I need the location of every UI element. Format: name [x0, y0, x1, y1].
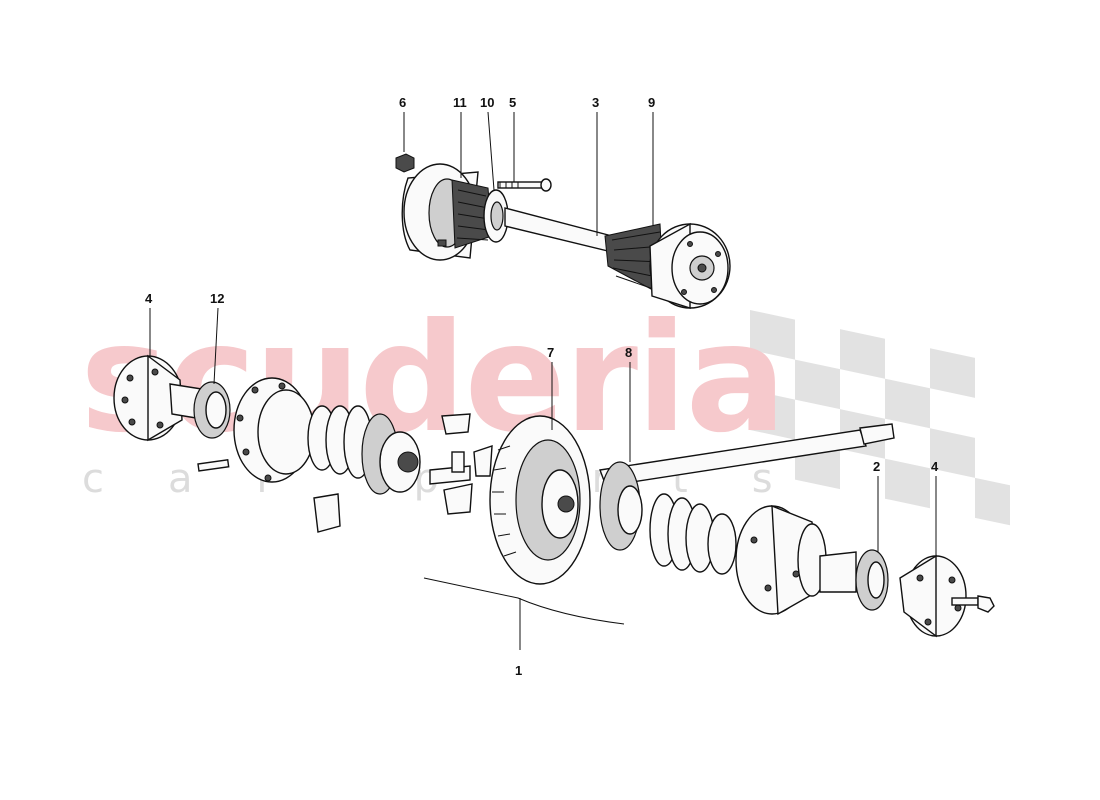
- callout-4-right: 4: [931, 459, 939, 474]
- callout-3: 3: [592, 95, 599, 110]
- callout-12: 12: [210, 291, 224, 306]
- callout-5: 5: [509, 95, 516, 110]
- callout-4-left: 4: [145, 291, 153, 306]
- callout-11: 11: [453, 95, 467, 110]
- callout-10: 10: [480, 95, 494, 110]
- callout-7: 7: [547, 345, 554, 360]
- callout-1: 1: [515, 663, 522, 678]
- callout-2: 2: [873, 459, 880, 474]
- callout-labels: 6 11 10 5 3 9 4 12 7 8 2 4 1: [145, 95, 939, 678]
- watermark-brand: scuderia: [80, 292, 785, 466]
- callout-6: 6: [399, 95, 406, 110]
- callout-9: 9: [648, 95, 655, 110]
- drive-shaft-assembly: [395, 153, 731, 309]
- differential-assembly: [113, 354, 995, 650]
- leader-lines: [149, 111, 937, 556]
- callout-8: 8: [625, 345, 632, 360]
